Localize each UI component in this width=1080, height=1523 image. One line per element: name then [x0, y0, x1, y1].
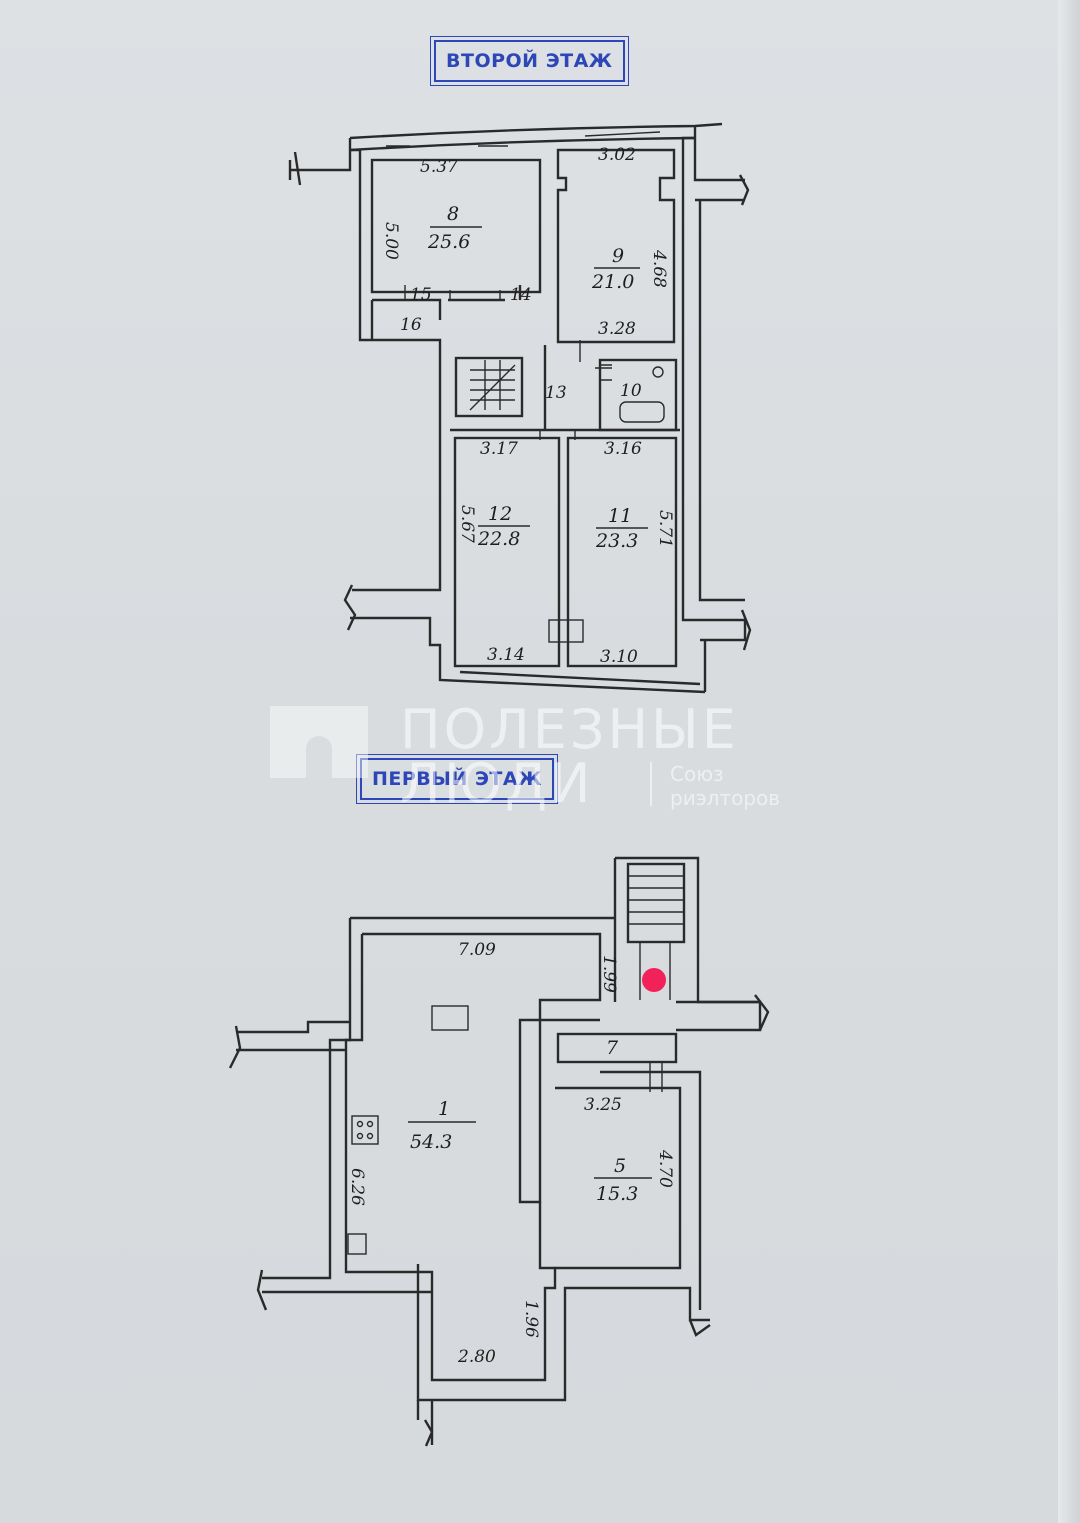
dim-317: 3.17 [480, 439, 518, 459]
dim-325: 3.25 [584, 1095, 622, 1115]
room-1-outline [350, 916, 615, 1204]
room-8-outline [370, 158, 542, 294]
room-5-number: 5 [614, 1155, 626, 1177]
watermark-line-2: ЛЮДИ [400, 752, 594, 815]
dim-280: 2.80 [457, 1347, 496, 1367]
first-floor-plan [228, 856, 770, 1447]
first-floor-labels: 7.09 1.99 1 54.3 6.26 7 3.25 5 15.3 4.70… [347, 940, 675, 1367]
outer-wall-top [349, 122, 723, 140]
watermark-line-4: риэлторов [670, 786, 781, 810]
dim-500: 5.00 [381, 222, 401, 260]
watermark-line-3: Союз [670, 762, 724, 786]
room-1-number: 1 [438, 1098, 450, 1120]
room-1-area: 54.3 [410, 1131, 452, 1153]
room-11-number: 11 [608, 505, 632, 527]
room-11-outline [566, 436, 678, 668]
stove-icon [351, 1115, 379, 1145]
room-10-outline [598, 358, 678, 432]
dim-314: 3.14 [487, 645, 525, 665]
dim-199: 1.99 [599, 955, 619, 993]
sheet-edge [1058, 0, 1080, 1523]
dim-571: 5.71 [655, 510, 675, 548]
dim-567: 5.67 [457, 505, 477, 543]
watermark-logo-icon [270, 706, 368, 778]
bathtub-icon [619, 401, 665, 423]
first-floor-stamp: ПЕРВЫЙ ЭТАЖ [356, 754, 558, 804]
second-floor-stamp: ВТОРОЙ ЭТАЖ [430, 36, 629, 86]
sink-icon-first-floor [347, 1233, 367, 1255]
sink-icon [652, 366, 664, 378]
stair-second-floor [454, 356, 524, 418]
column-first-floor [431, 1005, 469, 1031]
dim-468: 4.68 [649, 249, 669, 288]
room-5-outline [555, 1086, 682, 1270]
dim-310: 3.10 [600, 647, 638, 667]
room-11-area: 23.3 [595, 530, 638, 552]
room-12-number: 12 [488, 503, 512, 525]
dim-302: 3.02 [598, 145, 636, 165]
watermark-line-1: ПОЛЕЗНЫЕ [400, 698, 739, 761]
room-14-number: 14 [510, 285, 532, 305]
dim-328: 3.28 [598, 319, 636, 339]
room-12-area: 22.8 [477, 528, 520, 550]
stair-shaft [613, 856, 760, 1004]
outer-wall-left-upper [288, 138, 442, 592]
room-8-number: 8 [447, 203, 459, 225]
watermark-separator [650, 762, 652, 806]
second-floor-plan [288, 122, 752, 694]
room-7-outline [556, 1032, 678, 1064]
column [548, 619, 584, 643]
dim-626: 6.26 [347, 1168, 367, 1206]
room-12-outline [453, 436, 561, 668]
room-9-area: 21.0 [591, 271, 634, 293]
room-9-outline [556, 148, 676, 344]
outer-wall-bottom [350, 616, 706, 694]
stair-first-floor [626, 862, 686, 944]
room-15-number: 15 [410, 285, 432, 305]
dim-316: 3.16 [604, 439, 642, 459]
second-floor-labels: 5.37 5.00 8 25.6 15 14 16 3.02 9 21.0 4.… [381, 145, 675, 667]
dim-196: 1.96 [521, 1300, 541, 1338]
room-5-area: 15.3 [596, 1183, 638, 1205]
outer-wall-right [681, 126, 747, 642]
location-marker-dot [642, 968, 666, 992]
room-13-number: 13 [545, 383, 567, 403]
room-7-number: 7 [606, 1037, 619, 1059]
room-16-number: 16 [400, 315, 422, 335]
dim-709: 7.09 [458, 940, 496, 960]
room-10-number: 10 [620, 381, 642, 401]
dim-470: 4.70 [655, 1149, 675, 1188]
dim-537: 5.37 [420, 157, 458, 177]
room-8-area: 25.6 [427, 231, 470, 253]
room-9-number: 9 [612, 245, 624, 267]
